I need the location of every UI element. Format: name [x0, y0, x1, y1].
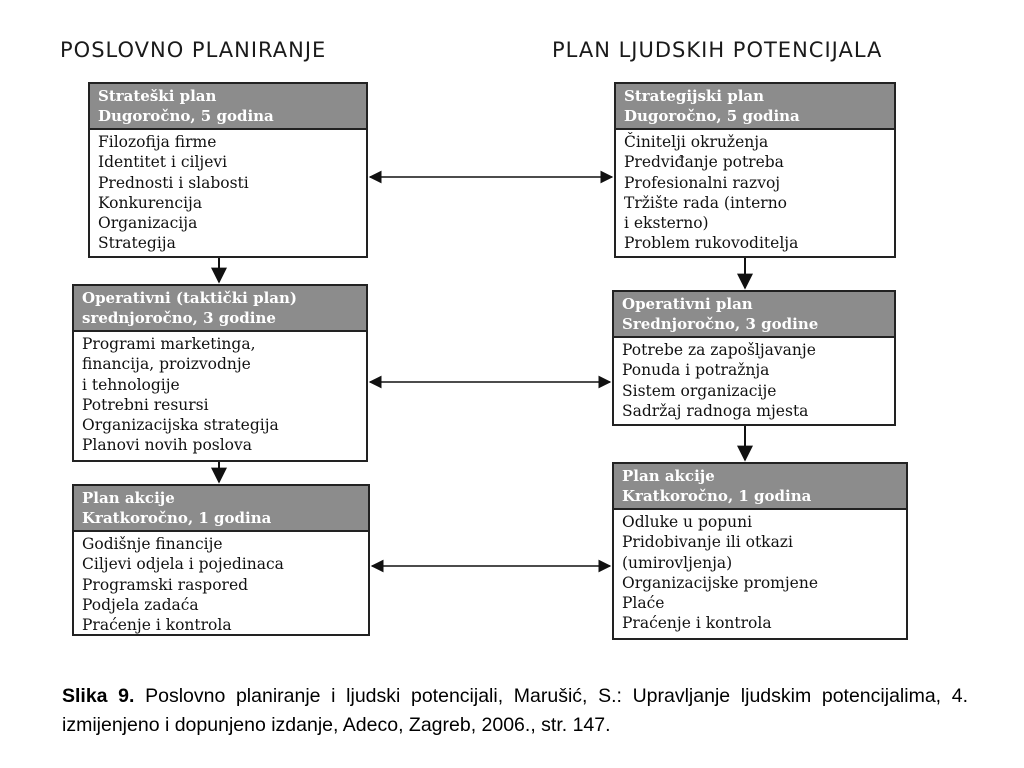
- list-item: Sadržaj radnoga mjesta: [622, 401, 809, 420]
- right-box-action: Plan akcije Kratkoročno, 1 godina Odluke…: [612, 462, 908, 640]
- list-item: i eksterno): [624, 214, 709, 233]
- figure-caption: Slika 9. Poslovno planiranje i ljudski p…: [62, 682, 968, 740]
- list-item: Strategija: [98, 234, 176, 253]
- list-item: Tržište rada (interno: [624, 193, 788, 212]
- list-item: Programski raspored: [82, 575, 249, 594]
- list-item: Organizacijska strategija: [82, 416, 279, 435]
- list-item: Problem rukovoditelja: [624, 234, 799, 253]
- box-header: Plan akcije Kratkoročno, 1 godina: [74, 486, 368, 532]
- list-item: Planovi novih poslova: [82, 436, 253, 455]
- list-item: Ciljevi odjela i pojedinaca: [82, 555, 284, 574]
- list-item: Činitelji okruženja: [624, 133, 769, 151]
- box-items: Činitelji okruženja Predviđanje potreba …: [616, 130, 894, 256]
- list-item: Organizacija: [98, 214, 198, 233]
- list-item: Identitet i ciljevi: [98, 153, 228, 172]
- box-items: Potrebe za zapošljavanje Ponuda i potraž…: [614, 338, 894, 423]
- box-header: Strategijski plan Dugoročno, 5 godina: [616, 84, 894, 130]
- list-item: Potrebe za zapošljavanje: [622, 341, 816, 359]
- list-item: Ponuda i potražnja: [622, 361, 770, 380]
- caption-text: Poslovno planiranje i ljudski potencijal…: [62, 685, 968, 736]
- right-box-strategic: Strategijski plan Dugoročno, 5 godina Či…: [614, 82, 896, 258]
- box-items: Odluke u popuni Pridobivanje ili otkazi …: [614, 510, 906, 636]
- left-box-operative: Operativni (taktički plan) srednjoročno,…: [72, 284, 368, 462]
- box-header: Operativni plan Srednjoročno, 3 godine: [614, 292, 894, 338]
- left-column-title: POSLOVNO PLANIRANJE: [60, 38, 327, 62]
- caption-label: Slika 9.: [62, 685, 135, 707]
- list-item: Praćenje i kontrola: [82, 616, 232, 635]
- box-items: Filozofija firme Identitet i ciljevi Pre…: [90, 130, 366, 256]
- list-item: Godišnje financije: [82, 535, 223, 553]
- list-item: financija, proizvodnje: [82, 355, 251, 374]
- list-item: Sistem organizacije: [622, 381, 777, 400]
- list-item: (umirovljenja): [622, 553, 733, 572]
- right-box-operative: Operativni plan Srednjoročno, 3 godine P…: [612, 290, 896, 426]
- left-box-strategic: Strateški plan Dugoročno, 5 godina Filoz…: [88, 82, 368, 258]
- box-header: Strateški plan Dugoročno, 5 godina: [90, 84, 366, 130]
- list-item: Organizacijske promjene: [622, 573, 819, 592]
- box-header: Plan akcije Kratkoročno, 1 godina: [614, 464, 906, 510]
- list-item: Predviđanje potreba: [624, 153, 784, 172]
- list-item: Potrebni resursi: [82, 395, 209, 414]
- left-box-action: Plan akcije Kratkoročno, 1 godina Godišn…: [72, 484, 370, 636]
- list-item: Praćenje i kontrola: [622, 614, 772, 633]
- list-item: Pridobivanje ili otkazi: [622, 533, 793, 552]
- list-item: Programi marketinga,: [82, 335, 256, 353]
- box-header: Operativni (taktički plan) srednjoročno,…: [74, 286, 366, 332]
- list-item: Plaće: [622, 594, 665, 613]
- box-items: Programi marketinga, financija, proizvod…: [74, 332, 366, 458]
- list-item: Konkurencija: [98, 193, 203, 212]
- right-column-title: PLAN LJUDSKIH POTENCIJALA: [552, 38, 883, 62]
- list-item: Podjela zadaća: [82, 595, 199, 614]
- list-item: Prednosti i slabosti: [98, 173, 249, 192]
- list-item: i tehnologije: [82, 375, 180, 394]
- box-items: Godišnje financije Ciljevi odjela i poje…: [74, 532, 368, 637]
- list-item: Odluke u popuni: [622, 513, 753, 531]
- list-item: Filozofija firme: [98, 133, 217, 151]
- list-item: Profesionalni razvoj: [624, 173, 781, 192]
